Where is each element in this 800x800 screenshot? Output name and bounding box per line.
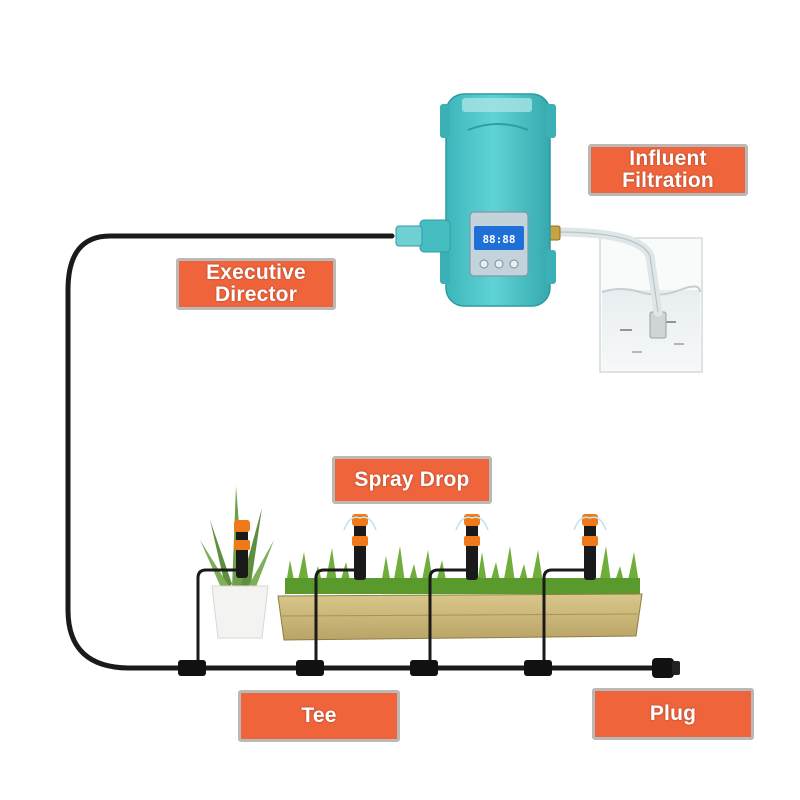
label-influent-filtration: Influent Filtration [588, 144, 748, 196]
label-spray-drop-text: Spray Drop [354, 468, 470, 491]
label-plug-text: Plug [649, 702, 697, 725]
nozzle-3 [455, 514, 489, 580]
label-executive-director-line-2: Director [214, 283, 298, 306]
spray-nozzles [234, 514, 607, 580]
label-tee-text: Tee [301, 704, 337, 727]
label-tee: Tee [238, 690, 400, 742]
tee-connectors [178, 660, 552, 676]
end-plug [652, 658, 680, 678]
label-plug: Plug [592, 688, 754, 740]
supply-pipe [65, 233, 663, 671]
potted-plant [200, 486, 274, 639]
nozzle-4 [573, 514, 607, 580]
label-influent-filtration-line-2: Filtration [622, 169, 714, 192]
nozzle-1 [234, 520, 250, 578]
label-influent-filtration-line-1: Influent [629, 147, 707, 170]
drip-branches [196, 568, 586, 668]
planter-box [277, 546, 643, 641]
label-executive-director: Executive Director [176, 258, 336, 310]
controller-display-reading: 88:88 [482, 233, 515, 246]
label-spray-drop: Spray Drop [332, 456, 492, 504]
pump-controller [395, 93, 556, 307]
nozzle-2 [343, 514, 377, 580]
label-executive-director-line-1: Executive [206, 261, 306, 284]
grass [285, 546, 640, 594]
